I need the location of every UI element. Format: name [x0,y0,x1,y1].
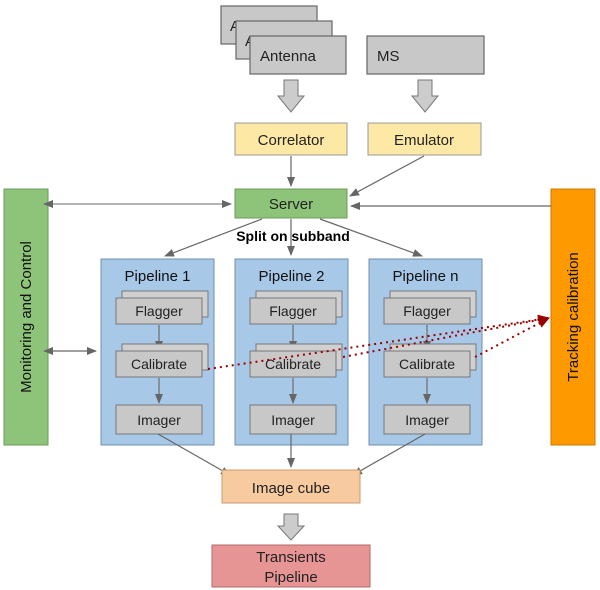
flagger-box [249,297,337,325]
tracking-box [550,188,596,446]
image-cube-label: Image cube [252,480,330,497]
image-cube-box [221,469,361,504]
flagger-label: Flagger [269,303,317,319]
flagger-label: Flagger [403,303,451,319]
imager-label: Imager [137,412,181,428]
emulator-to-server-arrow [349,155,425,197]
imager-box [383,404,471,435]
calibrate2-to-tracking-dotted-arrow [342,315,550,358]
correlator-label: Correlator [258,132,325,149]
calibrate-box [249,350,337,378]
tracking-label: Tracking calibration [565,252,582,382]
calibrate-label: Calibrate [399,356,455,372]
flagger-box [383,297,471,325]
antenna-box [249,35,347,75]
imager-label: Imager [271,412,315,428]
calibraten-to-tracking-dotted-arrow [474,317,550,358]
server-to-pipelinen-arrow [319,218,423,257]
ms-box [366,35,485,75]
imager1-to-cube-arrow [157,433,231,476]
calibrate-label: Calibrate [265,356,321,372]
emulator-label: Emulator [394,132,454,149]
antenna-to-correlator-arrow [276,79,306,113]
flagger-label: Flagger [135,303,183,319]
pipeline-title: Pipeline n [393,268,459,285]
server-label: Server [269,196,313,213]
pipeline-title: Pipeline 1 [125,268,191,285]
ms-to-emulator-arrow [410,79,440,113]
antenna-label: Antenna [260,48,317,65]
antenna-stack: A A Antenna [220,5,347,75]
imagern-to-cube-arrow [352,433,426,476]
pipelines-group: Pipeline 1FlaggerCalibrateImagerPipeline… [100,258,483,446]
server-to-pipeline1-arrow [164,218,263,257]
split-label: Split on subband [236,228,350,244]
transients-label-line1: Transients [256,549,325,566]
emulator-box [367,122,482,156]
cube-to-transients-arrow [276,513,306,541]
imager-box [249,404,337,435]
imager-label: Imager [405,412,449,428]
transients-label-line2: Pipeline [264,569,317,586]
calibrate-label: Calibrate [131,356,187,372]
correlator-box [234,122,348,156]
antenna-back-label: A [230,18,240,35]
monitoring-box [3,188,49,446]
calibrate-box [115,350,203,378]
transients-box [211,544,371,588]
ms-label: MS [377,48,400,65]
flagger-box [115,297,203,325]
pipeline-title: Pipeline 2 [259,268,325,285]
calibrate-box [383,350,471,378]
monitoring-label: Monitoring and Control [18,241,35,393]
server-box [234,188,348,219]
